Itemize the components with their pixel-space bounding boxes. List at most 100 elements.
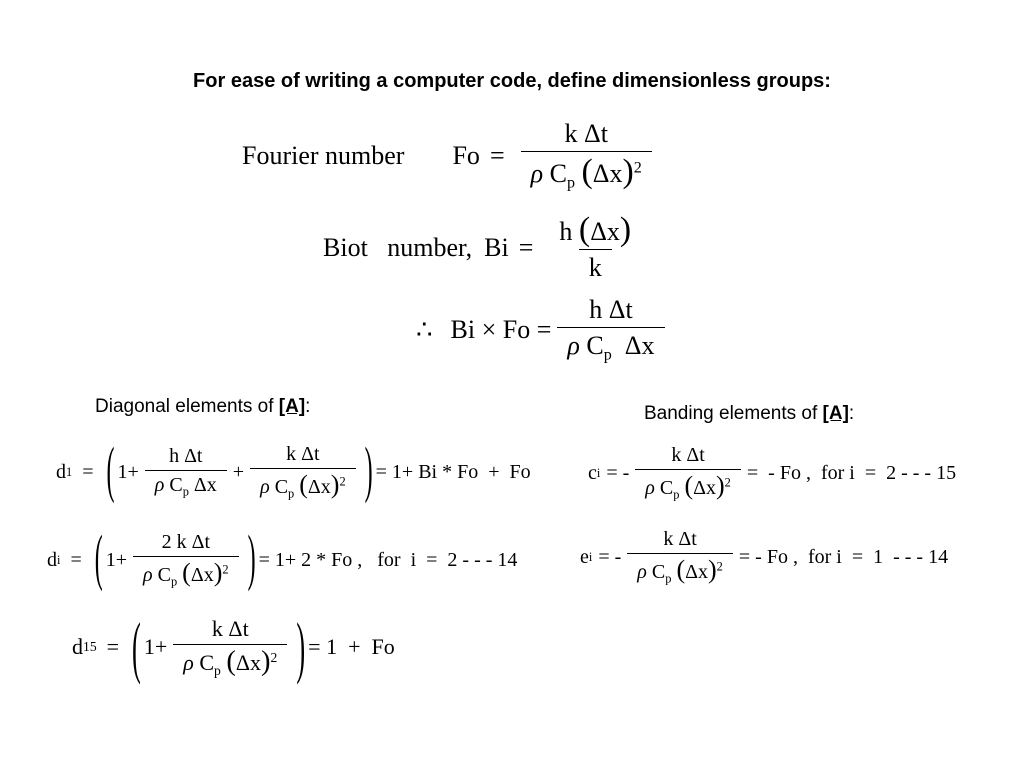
equals-sign: = xyxy=(518,233,534,262)
caption-colon: : xyxy=(848,403,855,424)
cp-c: C xyxy=(199,649,215,675)
rho-symbol: ρ xyxy=(645,476,655,499)
fourier-fraction: k Δt ρ Cp (Δx)2 xyxy=(520,119,652,193)
equals-minus: = - xyxy=(598,545,622,568)
numerator: k Δt xyxy=(286,442,320,465)
fourier-equation: Fourier number Fo = k Δt ρ Cp (Δx)2 xyxy=(242,118,658,194)
paren-open: ( xyxy=(226,645,236,677)
cp-subscript: p xyxy=(182,484,189,499)
rho-symbol: ρ xyxy=(260,475,270,498)
delta-x: Δx xyxy=(307,475,331,498)
denominator: ρ Cp Δx xyxy=(144,469,227,499)
d-symbol: d xyxy=(47,548,57,571)
paren-close: ) xyxy=(261,645,271,677)
subscript: 15 xyxy=(83,639,97,654)
diagonal-caption: Diagonal elements of [A]: xyxy=(95,396,310,418)
cp-subscript: p xyxy=(673,487,680,502)
d1-fraction-2: k Δt ρ Cp (Δx)2 xyxy=(250,443,356,501)
cp-subscript: p xyxy=(288,486,295,501)
biot-label: Biot number, xyxy=(323,233,473,262)
numerator: k Δt xyxy=(211,615,249,641)
paren-close: ) xyxy=(296,607,306,686)
fourier-label: Fourier number xyxy=(242,141,405,170)
biot-denominator: k xyxy=(578,249,612,283)
delta-x: Δx xyxy=(193,473,217,496)
ci-fraction: k Δt ρ Cp (Δx)2 xyxy=(635,444,741,502)
delta-x: Δx xyxy=(624,331,655,361)
di-rhs: = 1+ 2 * Fo , for i = 2 - - - 14 xyxy=(258,548,518,571)
paren-open: ( xyxy=(578,211,591,248)
cp-subscript: p xyxy=(170,574,178,589)
ei-rhs: = - Fo , for i = 1 - - - 14 xyxy=(738,545,949,568)
paren-open: ( xyxy=(581,153,593,191)
subscript: i xyxy=(57,552,61,567)
delta-x: Δx xyxy=(685,560,708,583)
exponent: 2 xyxy=(270,649,278,665)
cp-c: C xyxy=(586,331,604,361)
exponent: 2 xyxy=(633,159,642,177)
paren-close: ) xyxy=(619,211,632,248)
paren-open: ( xyxy=(106,438,115,506)
rho-symbol: ρ xyxy=(183,649,194,675)
cp-c: C xyxy=(274,475,289,498)
paren-open: ( xyxy=(132,607,141,686)
caption-colon: : xyxy=(305,396,311,417)
rho-symbol: ρ xyxy=(637,560,647,583)
rho-symbol: ρ xyxy=(567,331,580,361)
rho-symbol: ρ xyxy=(530,159,544,189)
matrix-ref: [A] xyxy=(278,396,306,417)
paren-open: ( xyxy=(94,526,103,594)
product-equation: ∴ Bi × Fo = h Δt ρ Cp Δx xyxy=(416,290,671,370)
plus-sign: + xyxy=(232,460,245,483)
d-symbol: d xyxy=(72,634,83,659)
numerator: k Δt xyxy=(671,443,705,466)
numerator: h Δt xyxy=(169,444,203,467)
equals-sign: = xyxy=(106,634,120,659)
c-symbol: c xyxy=(588,461,597,484)
fourier-numerator: k Δt xyxy=(564,119,608,149)
product-fraction: h Δt ρ Cp Δx xyxy=(557,295,665,365)
caption-text: Banding elements of xyxy=(644,403,823,424)
subscript: i xyxy=(596,465,601,480)
paren-open: ( xyxy=(684,470,694,500)
equals-sign: = xyxy=(489,141,505,170)
paren-open: ( xyxy=(299,469,308,499)
cp-c: C xyxy=(169,473,183,496)
denominator: ρ Cp (Δx)2 xyxy=(250,467,356,501)
paren-close: ) xyxy=(330,469,340,499)
exponent: 2 xyxy=(716,559,723,574)
product-lhs: Bi × Fo = xyxy=(450,315,552,344)
page-heading: For ease of writing a computer code, def… xyxy=(193,70,831,92)
cp-c: C xyxy=(549,159,567,189)
fourier-denominator: ρ Cp (Δx)2 xyxy=(520,151,652,193)
one-plus: 1+ xyxy=(105,548,128,571)
paren-close: ) xyxy=(708,554,717,584)
delta-x: Δx xyxy=(592,159,623,189)
cp-c: C xyxy=(651,560,666,583)
biot-fraction: h (Δx) k xyxy=(549,213,641,283)
cp-subscript: p xyxy=(665,571,672,586)
subscript: 1 xyxy=(66,464,73,479)
paren-close: ) xyxy=(716,470,725,500)
biot-symbol: Bi xyxy=(484,233,509,262)
delta-x: Δx xyxy=(190,563,214,586)
equals-sign: = xyxy=(82,460,94,483)
numerator: k Δt xyxy=(663,527,697,550)
paren-close: ) xyxy=(213,557,223,587)
caption-text: Diagonal elements of xyxy=(95,396,279,417)
denominator: ρ Cp (Δx)2 xyxy=(133,555,239,589)
ei-fraction: k Δt ρ Cp (Δx)2 xyxy=(627,528,733,586)
one-plus: 1+ xyxy=(143,634,168,659)
delta-x: Δx xyxy=(235,649,262,675)
product-denominator: ρ Cp Δx xyxy=(557,327,665,365)
biot-equation: Biot number, Bi = h (Δx) k xyxy=(323,208,647,288)
equals-minus: = - xyxy=(606,461,630,484)
rho-symbol: ρ xyxy=(143,563,153,586)
exponent: 2 xyxy=(339,474,346,489)
subscript: i xyxy=(588,549,593,564)
ci-rhs: = - Fo , for i = 2 - - - 15 xyxy=(746,461,957,484)
paren-close: ) xyxy=(364,438,373,506)
